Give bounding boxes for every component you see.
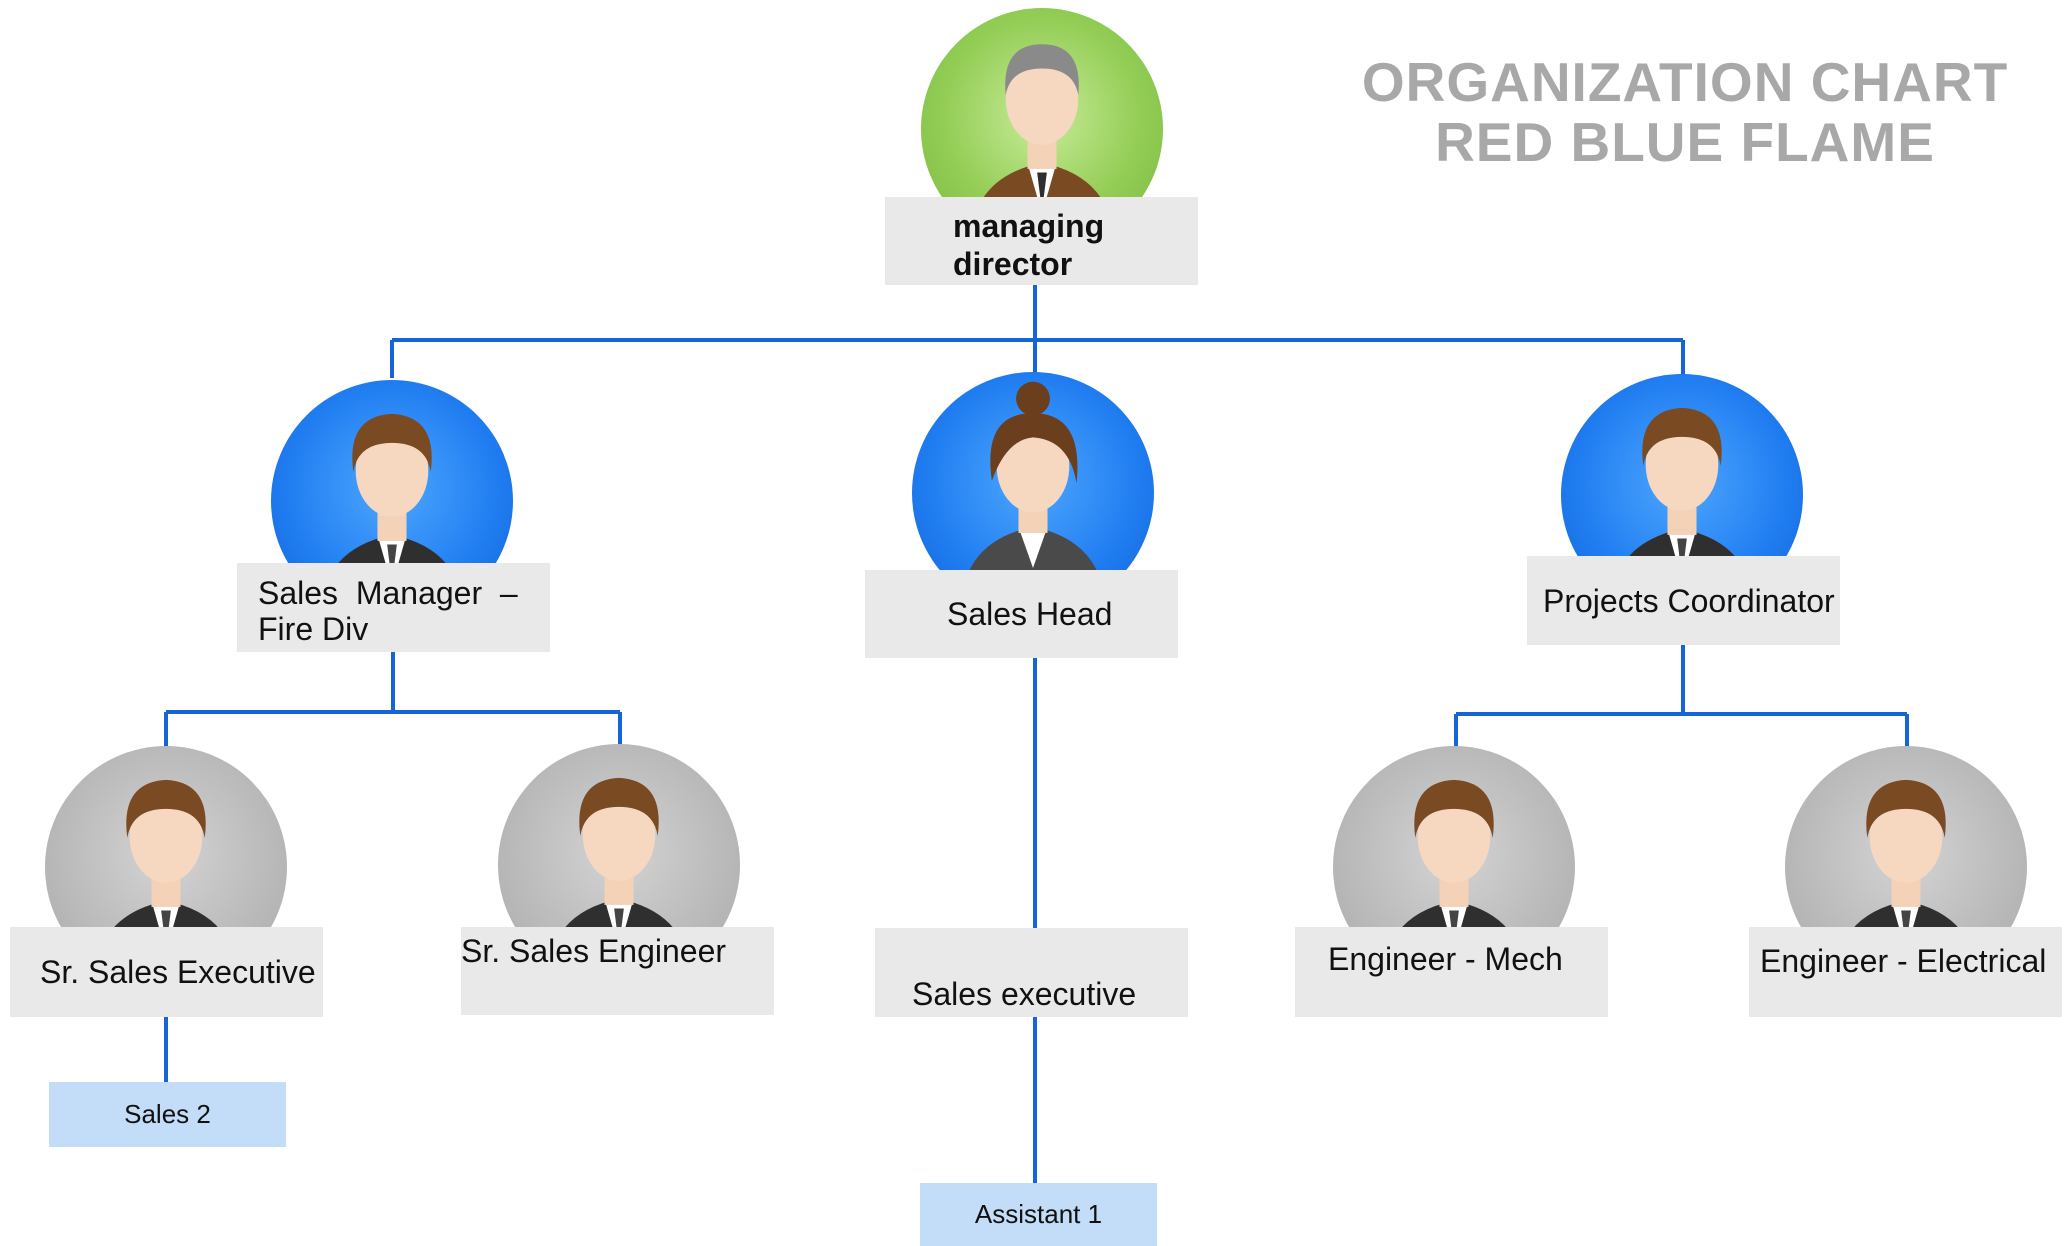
engineer-electrical-text: Engineer - Electrical: [1760, 943, 2047, 979]
sales-head-label: Sales Head: [865, 570, 1178, 658]
sales-2-text: Sales 2: [124, 1099, 211, 1129]
sr-sales-executive-label: Sr. Sales Executive: [10, 927, 323, 1017]
connector-sales-manager-children: [164, 652, 622, 748]
assistant-1-text: Assistant 1: [974, 1199, 1103, 1229]
projects-coordinator-label: Projects Coordinator: [1527, 556, 1840, 645]
md-line-2: director: [953, 246, 1073, 282]
sr-sales-engineer-label: Sr. Sales Engineer: [461, 927, 774, 1015]
sales-head-text: Sales Head: [947, 596, 1113, 632]
connector-projects-children: [1454, 645, 1909, 748]
sales-manager-line-1: Sales Manager –: [258, 575, 518, 611]
chart-title: ORGANIZATION CHART RED BLUE FLAME: [1300, 52, 2070, 172]
connector-md-to-level2: [390, 284, 1685, 382]
engineer-electrical-label: Engineer - Electrical: [1749, 927, 2062, 1017]
md-line-1: managing: [953, 208, 1105, 244]
sales-2-box: Sales 2: [49, 1082, 286, 1147]
sales-manager-line-2: Fire Div: [258, 611, 369, 647]
sales-manager-label: Sales Manager – Fire Div: [237, 563, 550, 652]
sr-sales-executive-text: Sr. Sales Executive: [40, 954, 316, 990]
title-line-2: RED BLUE FLAME: [1435, 111, 1935, 173]
title-line-1: ORGANIZATION CHART: [1361, 51, 2009, 113]
assistant-1-box: Assistant 1: [920, 1183, 1157, 1246]
sales-executive-label: Sales executive: [875, 928, 1188, 1017]
sales-executive-text: Sales executive: [912, 976, 1137, 1012]
engineer-mech-text: Engineer - Mech: [1328, 941, 1563, 977]
projects-coordinator-text: Projects Coordinator: [1543, 582, 1835, 619]
sr-sales-engineer-text: Sr. Sales Engineer: [461, 933, 727, 969]
managing-director-label: managing director: [885, 197, 1198, 285]
engineer-mech-label: Engineer - Mech: [1295, 927, 1608, 1017]
